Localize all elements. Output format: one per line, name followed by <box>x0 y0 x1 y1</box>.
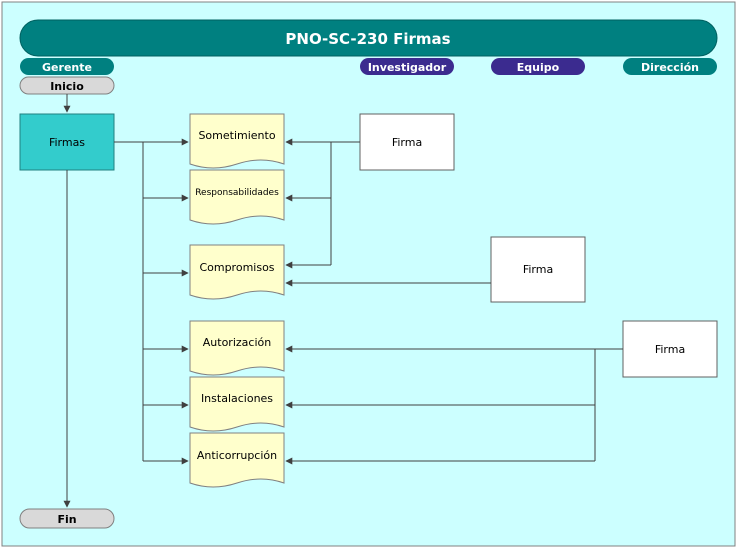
document-instalaciones-label: Instalaciones <box>201 392 273 405</box>
signature-equipo-label: Firma <box>523 263 553 276</box>
document-anticorrupcion: Anticorrupción <box>189 432 285 488</box>
document-anticorrupcion-label: Anticorrupción <box>197 449 277 462</box>
document-autorizacion: Autorización <box>189 320 285 376</box>
end-label: Fin <box>57 513 76 526</box>
lane-label-direccion: Dirección <box>641 61 699 74</box>
end-terminal <box>19 508 115 529</box>
lane-header-equipo <box>491 58 585 75</box>
lane-label-equipo: Equipo <box>517 61 560 74</box>
lane-label-investigador: Investigador <box>368 61 447 74</box>
lane-label-gerente: Gerente <box>42 61 92 74</box>
document-responsabilidades: Responsabilidades <box>189 169 285 225</box>
title-bar <box>19 19 718 57</box>
process-firmas-label: Firmas <box>49 136 85 149</box>
lane-header-direccion <box>623 58 717 75</box>
document-autorizacion-label: Autorización <box>203 336 271 349</box>
document-compromisos-label: Compromisos <box>199 261 274 274</box>
signature-investigador-label: Firma <box>392 136 422 149</box>
signature-direccion <box>622 320 718 378</box>
process-firmas <box>19 113 115 171</box>
document-instalaciones: Instalaciones <box>189 376 285 432</box>
document-compromisos: Compromisos <box>189 244 285 300</box>
start-label: Inicio <box>50 80 84 93</box>
document-sometimiento-label: Sometimiento <box>198 129 275 142</box>
document-responsabilidades-label: Responsabilidades <box>195 188 279 198</box>
diagram-title: PNO-SC-230 Firmas <box>285 30 450 48</box>
lane-header-gerente <box>20 58 114 75</box>
lane-header-investigador <box>360 58 454 75</box>
document-sometimiento: Sometimiento <box>189 113 285 169</box>
signature-equipo <box>490 236 586 303</box>
signature-direccion-label: Firma <box>655 343 685 356</box>
